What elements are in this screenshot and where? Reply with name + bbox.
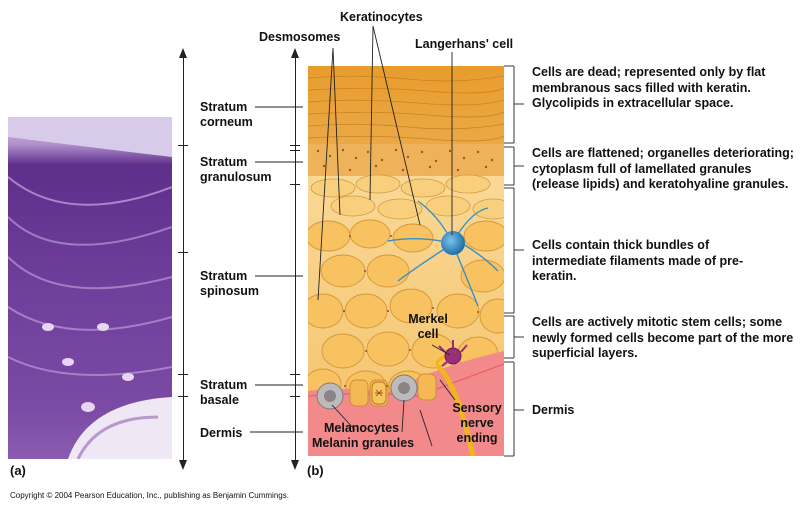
panel-a-label: (a) [10, 463, 26, 478]
axis-tick [290, 396, 300, 397]
label-melanin-granules: Melanin granules [312, 436, 415, 450]
copyright-notice: Copyright © 2004 Pearson Education, Inc.… [10, 491, 289, 500]
epidermis-illustration [308, 66, 504, 456]
axis-tick [178, 396, 188, 397]
axis-tick [178, 145, 188, 146]
axis-tick [290, 150, 300, 151]
panel-b-label: (b) [307, 463, 324, 478]
left-axis-line [183, 54, 184, 466]
layer-label-dermis: Dermis [200, 426, 243, 440]
axis-tick [178, 252, 188, 253]
right-axis-line [295, 54, 296, 466]
axis-tick [290, 145, 300, 146]
description-corneum: Cells are dead; represented only by flat… [532, 65, 766, 110]
label-desmosomes: Desmosomes [259, 30, 341, 44]
label-melanocytes: Melanocytes [324, 421, 400, 435]
axis-tick [290, 374, 300, 375]
axis-tick [178, 374, 188, 375]
epidermis-drawing [308, 66, 504, 456]
micrograph-image [8, 117, 172, 459]
description-spinosum: Cells contain thick bundles of intermedi… [532, 238, 744, 283]
description-basale: Cells are actively mitotic stem cells; s… [532, 315, 794, 360]
description-dermis: Dermis [532, 403, 575, 417]
axis-tick [290, 184, 300, 185]
label-keratinocytes: Keratinocytes [340, 10, 423, 24]
label-langerhans-cell: Langerhans' cell [415, 37, 514, 51]
micrograph-panel [8, 117, 172, 459]
description-granulosum: Cells are flattened; organelles deterior… [532, 146, 794, 191]
